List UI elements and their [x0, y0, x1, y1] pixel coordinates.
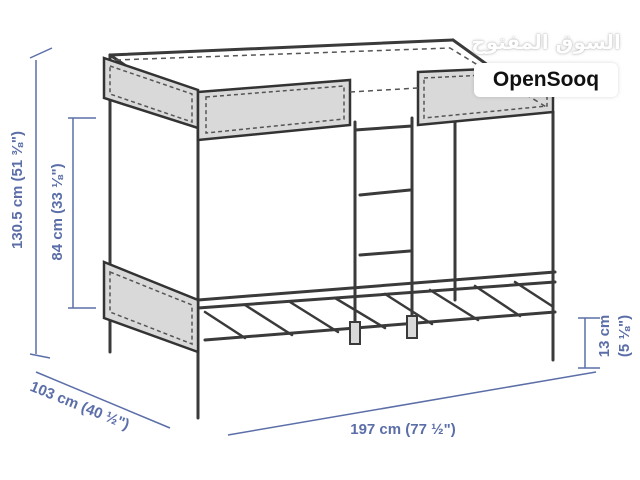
- depth-line: [35, 371, 171, 429]
- stitch-line: [115, 47, 549, 109]
- clearance-label: 13 cm: [596, 315, 613, 358]
- lower-bed-slats: [203, 280, 554, 340]
- stitch-line: [205, 85, 345, 134]
- length-label: 197 cm (77 ½"): [350, 421, 456, 438]
- panel-stitching: [109, 64, 548, 346]
- slat: [428, 288, 480, 322]
- lower-back-rail-inner: [196, 280, 557, 310]
- slat: [203, 310, 247, 340]
- panels: [102, 56, 555, 354]
- slat: [243, 303, 294, 337]
- ladder-foot: [406, 315, 418, 339]
- dimension-lines: [29, 47, 600, 436]
- upper-bed-outline: [115, 47, 549, 109]
- ladder-foot: [349, 321, 361, 345]
- watermark-brand: OpenSooq: [474, 63, 618, 97]
- upper-height-label: 84 cm (33 ⅛"): [49, 163, 66, 260]
- lower-back-rail: [196, 270, 557, 302]
- ladder-rung: [358, 249, 412, 257]
- watermark-arabic: السوق المفتوح: [471, 30, 621, 54]
- clearance-inches-label: (5 ⅛"): [616, 315, 633, 357]
- stitch-line: [109, 64, 193, 124]
- total-height-label: 130.5 cm (51 ⅜"): [9, 131, 26, 249]
- ladder-rung: [353, 124, 414, 132]
- ladder: [349, 116, 418, 345]
- slat: [383, 292, 434, 326]
- lower-left-panel: [102, 260, 200, 354]
- opensooq-watermark: السوق المفتوح OpenSooq: [470, 30, 622, 98]
- slat: [288, 300, 340, 334]
- tick: [29, 47, 53, 59]
- stitch-line: [423, 71, 548, 119]
- stitch-line: [109, 270, 193, 346]
- upper-back-rail: [108, 38, 455, 57]
- slat: [513, 280, 554, 308]
- ladder-rung: [358, 188, 412, 197]
- tick: [29, 353, 51, 359]
- slat: [473, 284, 522, 318]
- length-line: [227, 371, 597, 436]
- slat: [333, 296, 387, 330]
